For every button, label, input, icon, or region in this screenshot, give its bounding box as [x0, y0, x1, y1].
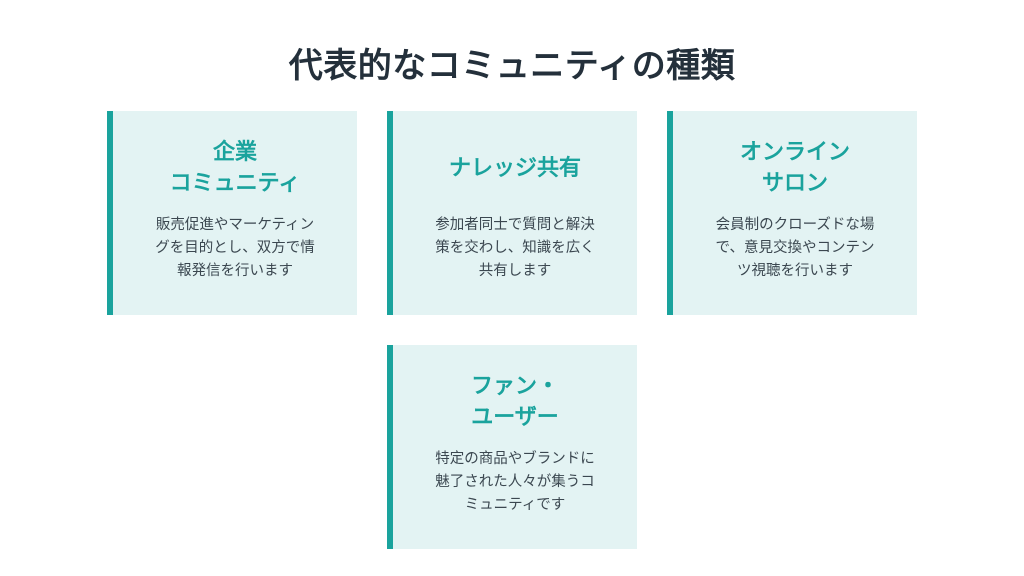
card-description: 参加者同士で質問と解決 策を交わし、知識を広く 共有します — [435, 217, 595, 279]
card-description: 特定の商品やブランドに 魅了された人々が集うコ ミュニティです — [435, 451, 595, 513]
page-title: 代表的なコミュニティの種類 — [288, 46, 736, 86]
card-knowledge-sharing: ナレッジ共有 参加者同士で質問と解決 策を交わし、知識を広く 共有します — [387, 111, 637, 315]
card-heading: ナレッジ共有 — [448, 156, 581, 181]
card-heading: オンライン サロン — [739, 140, 850, 196]
card-corporate-community: 企業 コミュニティ 販売促進やマーケティン グを目的とし、双方で情 報発信を行い… — [107, 111, 357, 315]
card-heading: 企業 コミュニティ — [169, 140, 301, 196]
card-description: 販売促進やマーケティン グを目的とし、双方で情 報発信を行います — [155, 217, 315, 279]
card-heading: ファン・ ユーザー — [470, 374, 559, 430]
card-description: 会員制のクローズドな場 で、意見交換やコンテン ツ視聴を行います — [715, 217, 875, 279]
card-fan-user: ファン・ ユーザー 特定の商品やブランドに 魅了された人々が集うコ ミュニティで… — [387, 345, 637, 549]
card-online-salon: オンライン サロン 会員制のクローズドな場 で、意見交換やコンテン ツ視聴を行い… — [667, 111, 917, 315]
